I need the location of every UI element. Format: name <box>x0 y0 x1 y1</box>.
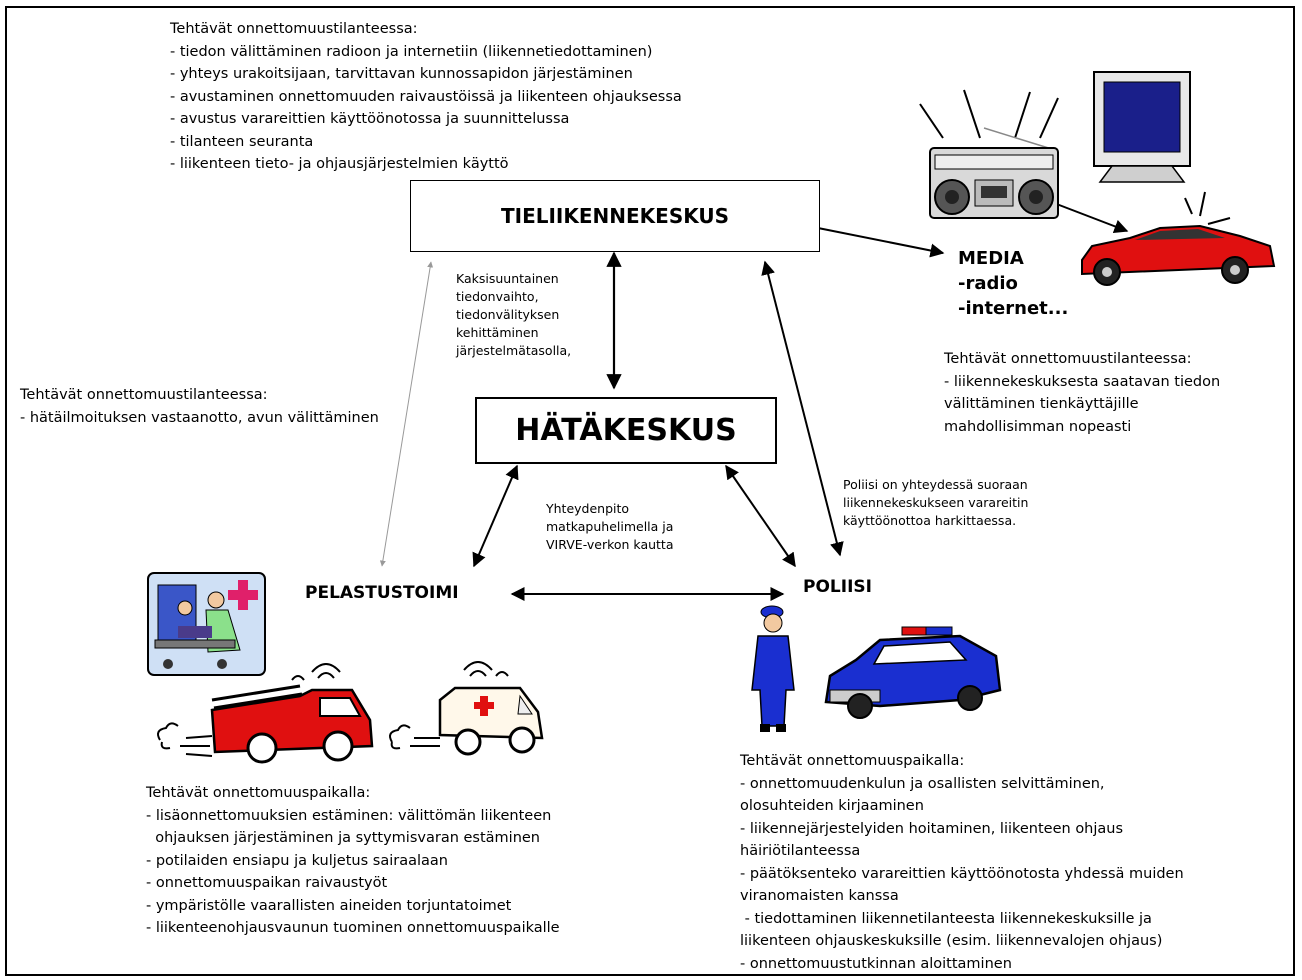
tlk-task-item: - liikenteen tieto- ja ohjausjärjestelmi… <box>170 156 509 172</box>
media-title-line: MEDIA <box>958 248 1024 269</box>
police-note: Poliisi on yhteydessä suoraan liikenneke… <box>843 476 1028 530</box>
note-line: liikennekeskukseen varareitin <box>843 495 1029 510</box>
poliisi-task-item: - onnettomuustutkinnan aloittaminen <box>740 955 1012 972</box>
poliisi-task-item: olosuhteiden kirjaaminen <box>740 798 924 814</box>
media-tasks: Tehtävät onnettomuustilanteessa: - liike… <box>944 348 1220 438</box>
note-line: VIRVE-verkon kautta <box>546 537 674 552</box>
poliisi-task-item: - liikennejärjestelyiden hoitaminen, lii… <box>740 820 1124 837</box>
pelastus-tasks-heading: Tehtävät onnettomuuspaikalla: <box>146 785 371 801</box>
note-line: tiedonvälityksen <box>456 307 560 322</box>
pelastustoimi-tasks: Tehtävät onnettomuuspaikalla: - lisäonne… <box>146 782 560 940</box>
tieliikennekeskus-title: TIELIIKENNEKESKUS <box>500 204 730 228</box>
tlk-task-item: - tilanteen seuranta <box>170 133 314 150</box>
poliisi-title: POLIISI <box>803 577 872 597</box>
tlk-task-item: - avustus varareittien käyttöönotossa ja… <box>170 111 570 127</box>
poliisi-task-item: - onnettomuudenkulun ja osallisten selvi… <box>740 775 1105 792</box>
pelastus-task-item: - lisäonnettomuuksien estäminen: välittö… <box>146 807 552 824</box>
tlk-task-item: - avustaminen onnettomuuden raivaustöiss… <box>170 88 682 105</box>
hatakeskus-box: HÄTÄKESKUS <box>475 397 777 464</box>
hatakeskus-title: HÄTÄKESKUS <box>515 413 737 448</box>
diagram-frame <box>5 6 1295 976</box>
mobile-note: Yhteydenpito matkapuhelimella ja VIRVE-v… <box>546 500 674 554</box>
tlk-task-item: - yhteys urakoitsijaan, tarvittavan kunn… <box>170 66 633 82</box>
note-line: kehittäminen <box>456 325 539 340</box>
tieliikennekeskus-box: TIELIIKENNEKESKUS <box>410 180 820 252</box>
tlk-tasks: Tehtävät onnettomuustilanteessa: - tiedo… <box>170 18 682 176</box>
hatakeskus-task-item: - hätäilmoituksen vastaanotto, avun väli… <box>20 409 379 426</box>
poliisi-tasks-heading: Tehtävät onnettomuuspaikalla: <box>740 753 965 769</box>
media-title: MEDIA -radio -internet... <box>958 246 1068 321</box>
note-line: käyttöönottoa harkittaessa. <box>843 513 1017 528</box>
poliisi-tasks: Tehtävät onnettomuuspaikalla: - onnettom… <box>740 750 1184 975</box>
note-line: järjestelmätasolla, <box>456 343 572 358</box>
poliisi-task-item: viranomaisten kanssa <box>740 888 899 904</box>
poliisi-task-item: häiriötilanteessa <box>740 843 861 859</box>
pelastus-task-item: ohjauksen järjestäminen ja syttymisvaran… <box>146 830 540 846</box>
note-line: matkapuhelimella ja <box>546 519 674 534</box>
media-title-line: -radio <box>958 273 1018 294</box>
poliisi-task-item: - päätöksenteko varareittien käyttöönoto… <box>740 865 1184 882</box>
pelastus-task-item: - onnettomuuspaikan raivaustyöt <box>146 875 388 891</box>
hatakeskus-tasks-heading: Tehtävät onnettomuustilanteessa: <box>20 387 268 403</box>
media-task-item: mahdollisimman nopeasti <box>944 418 1132 435</box>
pelastustoimi-title: PELASTUSTOIMI <box>305 583 459 603</box>
paramedics-icon <box>147 572 266 676</box>
poliisi-task-item: liikenteen ohjauskeskuksille (esim. liik… <box>740 933 1163 949</box>
tlk-tasks-heading: Tehtävät onnettomuustilanteessa: <box>170 21 418 37</box>
media-tasks-heading: Tehtävät onnettomuustilanteessa: <box>944 351 1192 367</box>
media-task-item: - liikennekeskuksesta saatavan tiedon <box>944 373 1221 390</box>
hatakeskus-tasks: Tehtävät onnettomuustilanteessa: - hätäi… <box>20 384 379 429</box>
red-car-icon <box>1081 191 1276 286</box>
ambulance-icon <box>389 661 544 756</box>
arrow-tlk-media <box>817 227 945 258</box>
poliisi-task-item: - tiedottaminen liikennetilanteesta liik… <box>740 910 1152 927</box>
fire-truck-icon <box>157 663 374 764</box>
arrow-tlk-poliisi <box>761 260 844 557</box>
arrow-hatakeskus-poliisi <box>725 464 796 568</box>
note-line: Yhteydenpito <box>546 501 630 516</box>
note-line: Poliisi on yhteydessä suoraan <box>843 477 1028 492</box>
police-car-icon <box>824 626 1002 719</box>
media-title-line: -internet... <box>958 298 1069 319</box>
media-task-item: välittäminen tienkäyttäjille <box>944 396 1139 412</box>
policeman-icon <box>751 605 795 732</box>
bidirectional-note: Kaksisuuntainen tiedonvaihto, tiedonväli… <box>456 270 571 360</box>
pelastus-task-item: - ympäristölle vaarallisten aineiden tor… <box>146 897 512 914</box>
radio-icon <box>919 89 1059 219</box>
pelastus-task-item: - liikenteenohjausvaunun tuominen onnett… <box>146 920 560 936</box>
note-line: tiedonvaihto, <box>456 289 539 304</box>
note-line: Kaksisuuntainen <box>456 271 559 286</box>
pelastus-task-item: - potilaiden ensiapu ja kuljetus sairaal… <box>146 852 448 869</box>
arrow-tlk-pelastus <box>379 261 434 567</box>
computer-monitor-icon <box>1093 71 1191 183</box>
tlk-task-item: - tiedon välittäminen radioon ja interne… <box>170 43 653 60</box>
arrow-hatakeskus-pelastus <box>472 464 519 568</box>
